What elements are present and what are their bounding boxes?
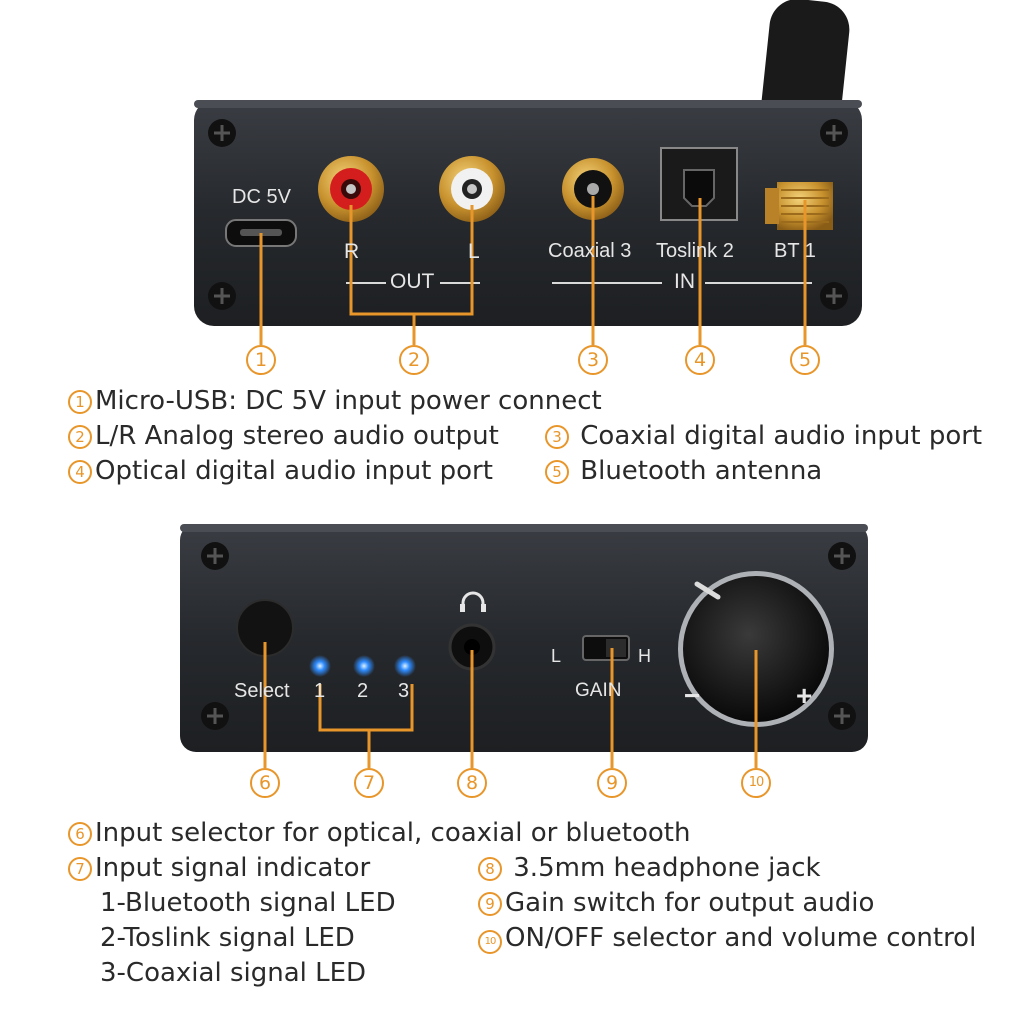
screw-icon <box>201 542 229 570</box>
screw-icon <box>208 119 236 147</box>
volume-knob[interactable] <box>678 571 834 727</box>
coaxial-jack <box>562 158 624 220</box>
legend-item-8: 8 3.5mm headphone jack <box>478 852 821 884</box>
led-1 <box>309 655 331 677</box>
legend-item-5: 5 Bluetooth antenna <box>545 455 822 487</box>
l-label: L <box>468 240 480 263</box>
legend-subitem-3: 3-Coaxial signal LED <box>100 958 367 988</box>
marker-9: 9 <box>597 768 627 798</box>
gain-h-label: H <box>638 646 651 666</box>
marker-10: 10 <box>741 768 771 798</box>
legend-subitem-2: 2-Toslink signal LED <box>100 923 355 953</box>
screw-icon <box>828 542 856 570</box>
led-label-2: 2 <box>357 680 369 702</box>
volume-plus-label: + <box>796 680 813 711</box>
marker-6: 6 <box>250 768 280 798</box>
in-label: IN <box>674 270 695 293</box>
out-label: OUT <box>390 270 435 293</box>
dc-5v-label: DC 5V <box>232 186 291 208</box>
marker-5: 5 <box>790 345 820 375</box>
rear-panel-graphic <box>194 0 862 345</box>
led-label-3: 3 <box>398 680 410 702</box>
bt-antenna-connector <box>765 182 833 230</box>
toslink-label: Toslink 2 <box>656 240 734 262</box>
callout-lines-top <box>259 196 807 345</box>
led-2 <box>353 655 375 677</box>
front-panel-graphic <box>180 524 868 768</box>
gain-switch[interactable] <box>582 635 630 661</box>
screw-icon <box>201 702 229 730</box>
marker-8: 8 <box>457 768 487 798</box>
marker-3: 3 <box>578 345 608 375</box>
legend-subitem-1: 1-Bluetooth signal LED <box>100 888 396 918</box>
gain-label: GAIN <box>575 680 622 701</box>
marker-2: 2 <box>399 345 429 375</box>
led-label-1: 1 <box>314 680 326 702</box>
r-label: R <box>344 240 360 263</box>
marker-7: 7 <box>354 768 384 798</box>
volume-minus-label: − <box>684 680 701 711</box>
screw-icon <box>208 282 236 310</box>
bt-label: BT 1 <box>774 240 816 262</box>
led-3 <box>394 655 416 677</box>
rca-left-jack <box>439 156 505 222</box>
marker-4: 4 <box>685 345 715 375</box>
legend-item-3: 3 Coaxial digital audio input port <box>545 420 982 452</box>
coaxial-label: Coaxial 3 <box>548 240 632 262</box>
headphone-icon <box>460 591 486 612</box>
screw-icon <box>828 702 856 730</box>
select-label: Select <box>234 680 290 702</box>
rear-panel <box>194 100 862 326</box>
screw-icon <box>820 119 848 147</box>
marker-1: 1 <box>246 345 276 375</box>
rca-right-jack <box>318 156 384 222</box>
screw-icon <box>820 282 848 310</box>
callout-lines-bottom <box>263 642 758 768</box>
gain-l-label: L <box>551 646 562 666</box>
toslink-port <box>660 147 738 221</box>
